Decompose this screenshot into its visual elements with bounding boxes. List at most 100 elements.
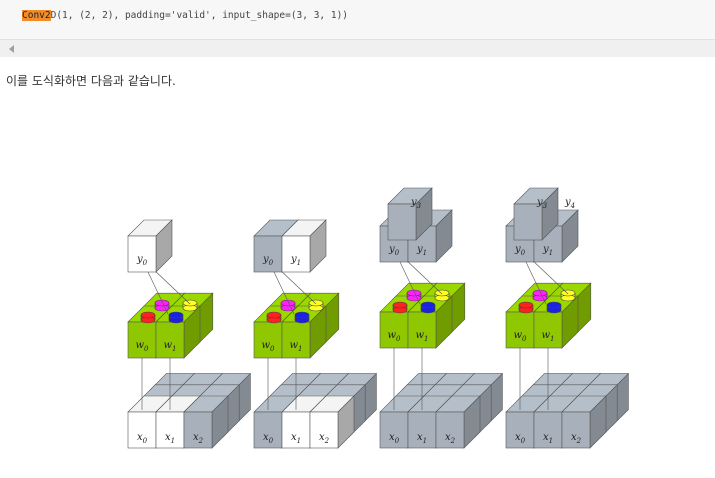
connector-line (273, 271, 295, 315)
label-subscript: 0 (269, 437, 274, 445)
cube-front (379, 411, 409, 449)
top-label-y4: y4 (564, 197, 575, 210)
stud-top (182, 299, 198, 307)
code-text: D(1, (2, 2), padding='valid', input_shap… (50, 10, 349, 21)
output-back-cube (387, 187, 433, 241)
cube-front (281, 411, 311, 449)
stud-top (280, 299, 296, 307)
input-label-x0: x0 (389, 432, 400, 445)
cube-front (155, 321, 185, 359)
label-subscript: 2 (450, 437, 456, 445)
label-subscript: 1 (549, 437, 553, 445)
cube-front (309, 411, 339, 449)
label-subscript: 1 (549, 249, 553, 257)
cube-front (127, 411, 157, 449)
search-highlight: Conv2 (22, 10, 51, 21)
stud-top (518, 301, 534, 309)
output-label-y1: y1 (542, 244, 553, 257)
input-label-x1: x1 (543, 432, 553, 445)
output-cube (533, 209, 579, 263)
code-line: Conv2D(1, (2, 2), padding='valid', input… (22, 10, 348, 21)
top-label-y3: y3 (410, 197, 422, 210)
label-subscript: 1 (297, 259, 301, 267)
label-subscript: 1 (423, 249, 427, 257)
horizontal-scrollbar[interactable] (0, 39, 715, 57)
stud-top (560, 289, 576, 297)
description-text: 이를 도식화하면 다음과 같습니다. (6, 74, 176, 88)
cube-front (253, 411, 283, 449)
label-subscript: 0 (270, 345, 275, 353)
stud-top (308, 299, 324, 307)
cube-front (561, 411, 591, 449)
cube-front (281, 235, 311, 273)
weight-stud-magenta (280, 299, 296, 312)
label-subscript: 1 (424, 335, 428, 343)
cube-front (253, 235, 283, 273)
weight-stud-magenta (406, 289, 422, 302)
weight-stud-blue (294, 311, 310, 324)
cube-front (155, 411, 185, 449)
connector-line (403, 257, 443, 295)
cube-front (127, 235, 157, 273)
cube-front (505, 411, 535, 449)
output-back-cube (513, 187, 559, 241)
input-label-x0: x0 (137, 432, 148, 445)
stud-top (392, 301, 408, 309)
stud-top (294, 311, 310, 319)
output-label-y0: y0 (136, 254, 148, 267)
input-cube (435, 395, 481, 449)
input-label-x2: x2 (445, 432, 456, 445)
input-cube (309, 395, 355, 449)
label-subscript: 2 (324, 437, 330, 445)
label-subscript: 3 (417, 202, 422, 210)
cube-front (513, 203, 543, 241)
connector-line (147, 271, 169, 315)
label-subscript: 1 (172, 345, 176, 353)
output-label-y1: y1 (290, 254, 301, 267)
weight-stud-yellow (434, 289, 450, 302)
weight-stud-red (140, 311, 156, 324)
connector-line (525, 261, 547, 305)
output-cube (281, 219, 327, 273)
stud-top (266, 311, 282, 319)
input-label-x2: x2 (319, 432, 330, 445)
label-subscript: 0 (143, 259, 148, 267)
connector-line (529, 257, 569, 295)
stud-top (532, 289, 548, 297)
stud-top (546, 301, 562, 309)
label-subscript: 0 (144, 345, 149, 353)
weight-stud-blue (546, 301, 562, 314)
label-subscript: 0 (395, 437, 400, 445)
label-subscript: 1 (550, 335, 554, 343)
connector-line (399, 261, 421, 305)
label-subscript: 2 (576, 437, 582, 445)
label-subscript: 0 (522, 335, 527, 343)
connector-line (151, 267, 191, 305)
cube-front (281, 321, 311, 359)
code-cell[interactable]: Conv2D(1, (2, 2), padding='valid', input… (0, 0, 715, 57)
stud-top (140, 311, 156, 319)
label-subscript: 0 (521, 249, 526, 257)
cube-front (387, 203, 417, 241)
label-subscript: 3 (543, 202, 548, 210)
input-label-x1: x1 (291, 432, 301, 445)
input-cube (561, 395, 607, 449)
weight-stud-magenta (154, 299, 170, 312)
input-cube (183, 395, 229, 449)
stud-top (420, 301, 436, 309)
cube-front (435, 411, 465, 449)
label-subscript: 1 (171, 437, 175, 445)
input-label-x0: x0 (263, 432, 274, 445)
output-label-y0: y0 (262, 254, 274, 267)
label-subscript: 1 (423, 437, 427, 445)
input-label-x1: x1 (165, 432, 175, 445)
label-subscript: 4 (570, 202, 575, 210)
input-label-x2: x2 (193, 432, 204, 445)
label-subscript: 0 (521, 437, 526, 445)
scroll-left-icon[interactable] (9, 45, 14, 53)
weight-stud-blue (168, 311, 184, 324)
label-subscript: 0 (396, 335, 401, 343)
weight-stud-yellow (182, 299, 198, 312)
stud-top (434, 289, 450, 297)
